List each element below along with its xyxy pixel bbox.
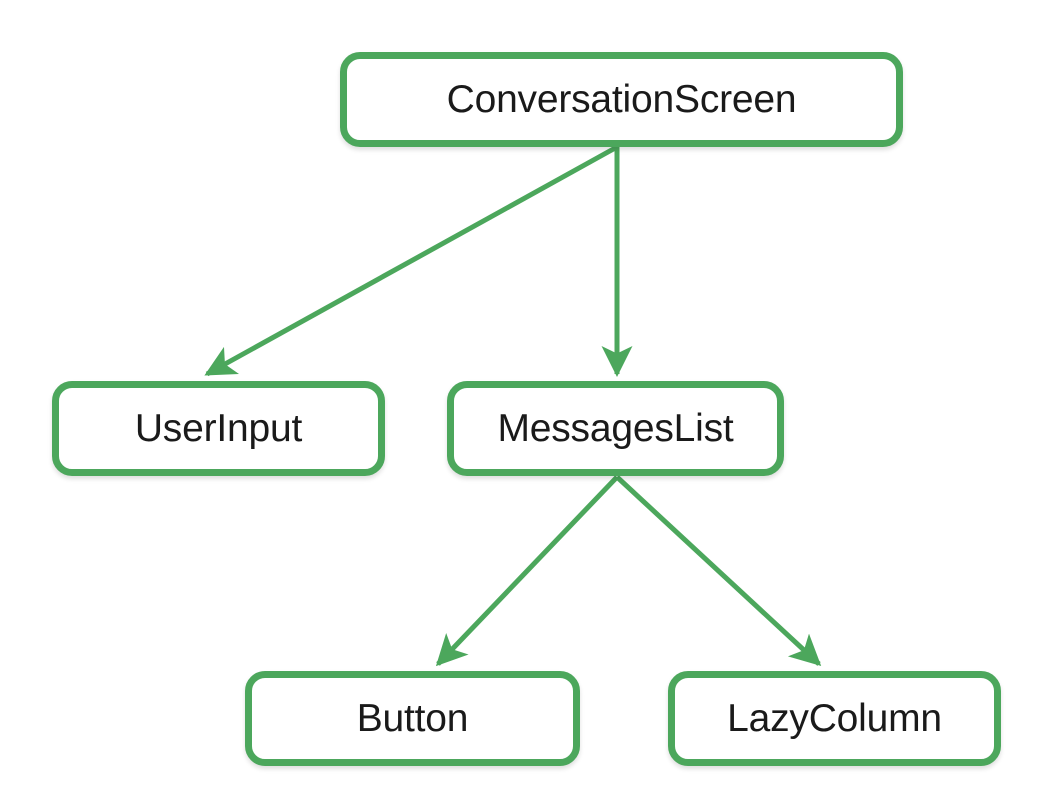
edge-conversationscreen-userinput <box>204 144 619 377</box>
edge-messageslist-lazycolumn <box>615 475 822 667</box>
node-label-button: Button <box>356 697 469 740</box>
node-label-conversationscreen: ConversationScreen <box>446 78 797 121</box>
node-userinput[interactable]: UserInput <box>52 381 385 476</box>
edge-messageslist-button <box>435 475 619 667</box>
node-button[interactable]: Button <box>245 671 580 766</box>
node-conversationscreen[interactable]: ConversationScreen <box>340 52 903 147</box>
node-messageslist[interactable]: MessagesList <box>447 381 784 476</box>
node-label-lazycolumn: LazyColumn <box>727 697 942 740</box>
node-label-messageslist: MessagesList <box>497 407 734 450</box>
node-lazycolumn[interactable]: LazyColumn <box>668 671 1001 766</box>
node-label-userinput: UserInput <box>134 407 303 450</box>
